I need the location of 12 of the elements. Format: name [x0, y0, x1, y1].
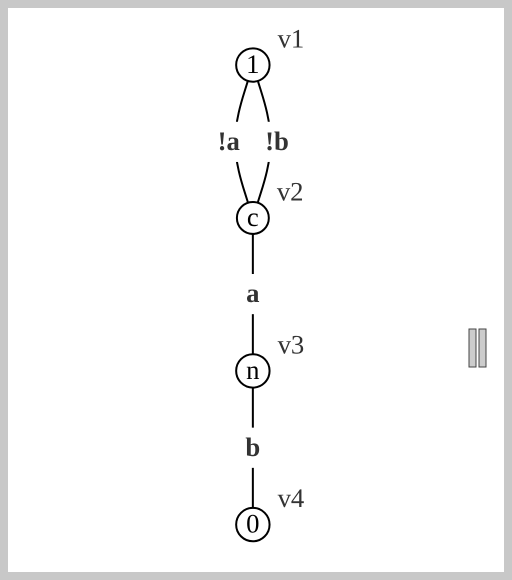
edge-label: !b	[265, 127, 289, 157]
vertex-label: v4	[278, 483, 304, 514]
vertex-label: v2	[276, 176, 304, 207]
vertex-label: v3	[278, 330, 304, 360]
node-circle: 0	[235, 506, 271, 542]
edge-label: a	[246, 279, 260, 309]
node-circle: n	[235, 353, 271, 389]
edge-label: !a	[218, 127, 240, 157]
node-circle: 1	[235, 47, 271, 83]
vertex-label: v1	[278, 24, 304, 54]
node-circle: c	[236, 201, 270, 235]
edge-label: b	[245, 433, 260, 462]
